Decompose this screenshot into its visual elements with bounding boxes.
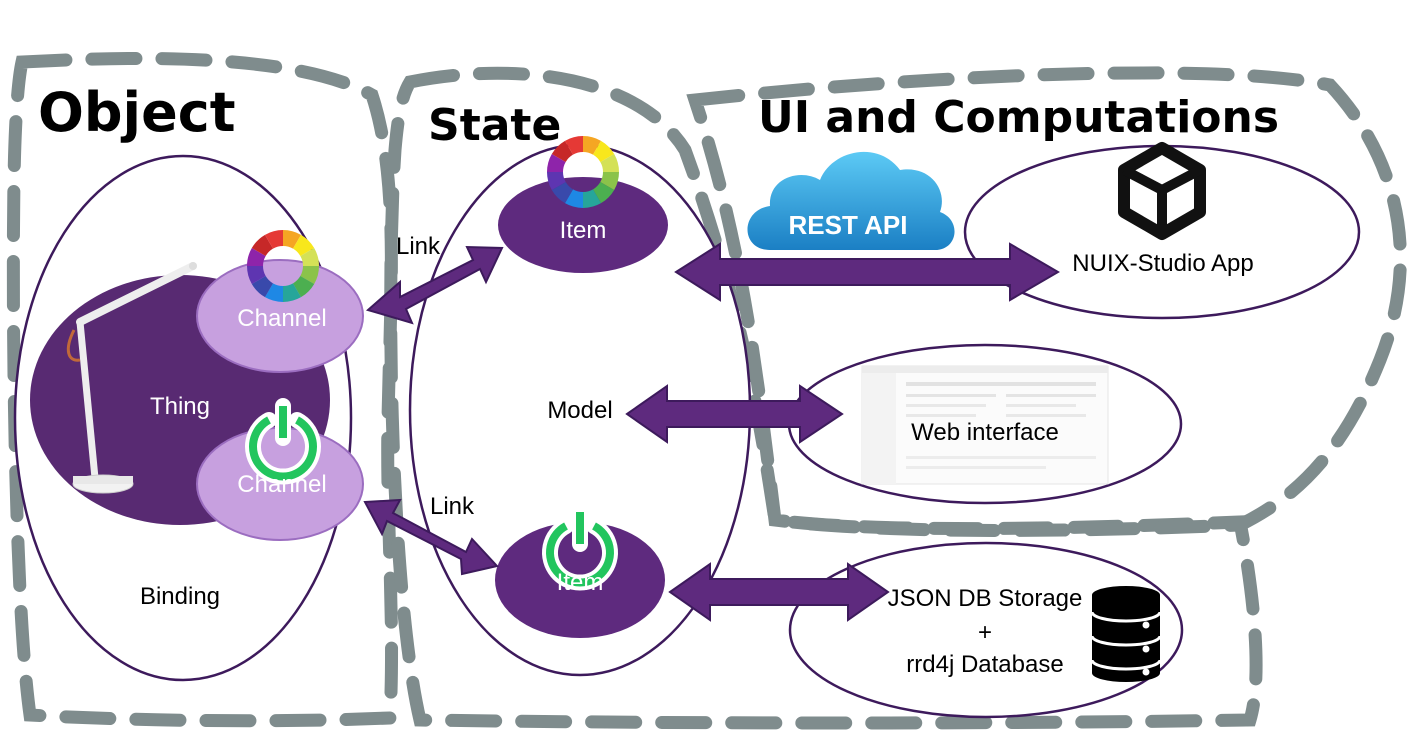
web-screenshot-thumbnail: [861, 365, 1109, 485]
unity-logo-icon: [1118, 142, 1206, 240]
database-ellipse[interactable]: [788, 541, 1184, 719]
channel-bottom-label: Channel: [237, 471, 326, 498]
web-interface-label: Web interface: [911, 419, 1059, 446]
channel-top-node[interactable]: [196, 259, 364, 373]
rrd4j-label: rrd4j Database: [906, 651, 1063, 678]
web-interface-arrow: [625, 384, 844, 444]
rest-api-arrow: [674, 242, 1060, 302]
binding-label: Binding: [140, 583, 220, 610]
channel-top-label: Channel: [237, 305, 326, 332]
desk-lamp-icon: [66, 262, 197, 494]
model-label: Model: [547, 397, 612, 424]
nuix-app-label: NUIX-Studio App: [1072, 250, 1253, 277]
state-region-border: [384, 66, 1263, 730]
cloud-icon: [747, 151, 955, 250]
link-arrow-bottom: [363, 498, 499, 576]
rest-api-label: REST API: [789, 210, 908, 240]
database-arrow: [668, 562, 890, 622]
item-top-node[interactable]: [498, 177, 668, 273]
link-arrow-top: [365, 245, 504, 325]
link-top-label: Link: [396, 233, 441, 260]
ui-region-border: [686, 66, 1407, 537]
json-db-label: JSON DB Storage: [888, 585, 1083, 612]
state-region-title: State: [428, 100, 561, 151]
item-bottom-label: Item: [557, 569, 604, 596]
link-bottom-label: Link: [430, 493, 475, 520]
plus-label: +: [978, 619, 992, 646]
thing-label: Thing: [150, 393, 210, 420]
object-region-title: Object: [38, 81, 236, 144]
ui-region-title: UI and Computations: [758, 92, 1279, 143]
database-icon: [1090, 586, 1162, 682]
item-top-label: Item: [560, 217, 607, 244]
object-region-border: [6, 52, 399, 728]
